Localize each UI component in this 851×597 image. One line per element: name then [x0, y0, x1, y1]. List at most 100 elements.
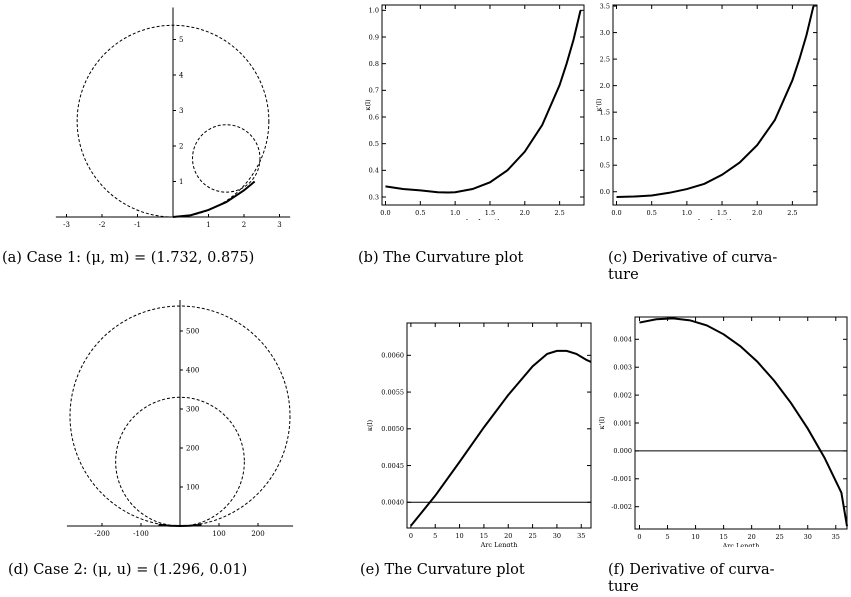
caption-f: (f) Derivative of curva- ture	[608, 562, 838, 596]
x-tick-label: 10	[455, 532, 463, 540]
y-tick-label: 0.0060	[381, 352, 404, 360]
caption-f-line2: ture	[608, 579, 639, 595]
y-axis-label: κ(l)	[366, 419, 374, 431]
y-tick-label: 500	[186, 328, 199, 336]
y-tick-label: 0.3	[369, 193, 379, 201]
caption-f-line1: (f) Derivative of curva-	[608, 562, 775, 578]
y-tick-label: 3.5	[600, 2, 610, 10]
x-axis-label: Arc Length	[696, 218, 734, 220]
x-tick-label: 35	[577, 532, 585, 540]
x-tick-label: 2.5	[787, 209, 797, 217]
x-tick-label: 1.5	[485, 209, 495, 217]
x-tick-label: -200	[94, 530, 110, 538]
x-axis-label: Arc Length	[480, 541, 518, 547]
caption-c: (c) Derivative of curva- ture	[608, 250, 838, 284]
y-tick-label: 0.4	[369, 167, 379, 175]
y-tick-label: -0.002	[611, 503, 632, 511]
caption-c-line1: (c) Derivative of curva-	[608, 250, 778, 266]
y-tick-label: 0.5	[600, 162, 610, 170]
y-tick-label: 3.0	[600, 29, 610, 37]
y-tick-label: 100	[186, 484, 199, 492]
caption-c-line2: ture	[608, 267, 639, 283]
x-tick-label: 200	[251, 530, 264, 538]
x-tick-label: -100	[133, 530, 149, 538]
y-tick-label: 200	[186, 445, 199, 453]
x-tick-label: 30	[553, 532, 561, 540]
x-axis-label: Arc Length	[464, 218, 502, 220]
caption-b: (b) The Curvature plot	[358, 250, 524, 266]
x-tick-label: 15	[719, 533, 727, 541]
y-tick-label: 3	[179, 107, 183, 115]
curve-line	[158, 523, 202, 528]
plot-frame	[634, 316, 848, 530]
x-tick-label: 0.0	[380, 209, 390, 217]
x-tick-label: 15	[480, 532, 488, 540]
y-tick-label: 0.0040	[381, 499, 404, 507]
x-tick-label: 25	[776, 533, 784, 541]
x-tick-label: 1.0	[450, 209, 460, 217]
y-axis-label: κ'(l)	[595, 98, 603, 111]
x-tick-label: 0.5	[415, 209, 425, 217]
caption-a: (a) Case 1: (μ, m) = (1.732, 0.875)	[2, 250, 255, 266]
y-tick-label: 0.0050	[381, 425, 404, 433]
y-tick-label: 0.9	[369, 33, 379, 41]
y-tick-label: 0.004	[613, 336, 632, 344]
x-tick-label: 0	[409, 532, 413, 540]
x-tick-label: 0	[637, 533, 641, 541]
curve-line	[385, 10, 582, 194]
x-tick-label: 3	[277, 221, 281, 229]
y-tick-label: 4	[179, 72, 184, 80]
x-tick-label: 0.0	[611, 209, 621, 217]
y-axis-label: κ(l)	[364, 99, 372, 111]
y-tick-label: 1.5	[600, 108, 610, 116]
y-tick-label: 2.5	[600, 55, 610, 63]
x-tick-label: 2.5	[554, 209, 564, 217]
x-tick-label: 25	[528, 532, 536, 540]
x-tick-label: 2	[242, 221, 246, 229]
chart-f: 0 5 10 15 20 25 30 35 -0.002 -0.001 0.000 0.001 0.00…	[598, 316, 848, 547]
x-tick-label: 0.5	[647, 209, 657, 217]
y-axis-label: κ'(l)	[598, 416, 606, 429]
x-tick-label: 5	[665, 533, 669, 541]
x-tick-label: -1	[134, 221, 141, 229]
y-tick-label: 300	[186, 406, 199, 414]
y-tick-label: 1.0	[600, 135, 610, 143]
x-tick-label: 20	[748, 533, 756, 541]
x-tick-label: 1	[206, 221, 210, 229]
y-tick-label: 0.7	[369, 87, 379, 95]
y-tick-label: 0.003	[613, 364, 632, 372]
caption-d: (d) Case 2: (μ, u) = (1.296, 0.01)	[8, 562, 248, 578]
curve-line	[616, 5, 815, 199]
y-tick-label: 0.0	[600, 188, 610, 196]
y-tick-label: 2	[179, 143, 183, 151]
x-axis-label: Arc Length	[722, 542, 760, 547]
y-tick-label: 0.000	[613, 447, 632, 455]
y-tick-label: 0.8	[369, 60, 379, 68]
x-tick-label: 2.0	[520, 209, 530, 217]
x-tick-label: -3	[63, 221, 70, 229]
caption-e: (e) The Curvature plot	[360, 562, 525, 578]
y-tick-label: 0.001	[613, 419, 632, 427]
y-tick-label: 1	[179, 178, 183, 186]
y-tick-label: 0.002	[613, 391, 632, 399]
curve-line	[172, 180, 256, 218]
y-tick-label: 5	[179, 36, 183, 44]
x-tick-label: 5	[433, 532, 437, 540]
y-tick-label: 1.0	[369, 7, 379, 15]
y-tick-label: 2.0	[600, 82, 610, 90]
y-tick-label: 0.0055	[381, 388, 404, 396]
y-tick-label: 0.6	[369, 113, 379, 121]
x-tick-label: 30	[804, 533, 812, 541]
y-tick-label: -0.001	[611, 475, 632, 483]
x-tick-label: 10	[691, 533, 699, 541]
x-tick-label: 2.0	[752, 209, 762, 217]
curve-line	[639, 317, 848, 527]
plot-frame	[612, 4, 818, 206]
x-tick-label: 1.5	[717, 209, 727, 217]
x-tick-label: 35	[832, 533, 840, 541]
